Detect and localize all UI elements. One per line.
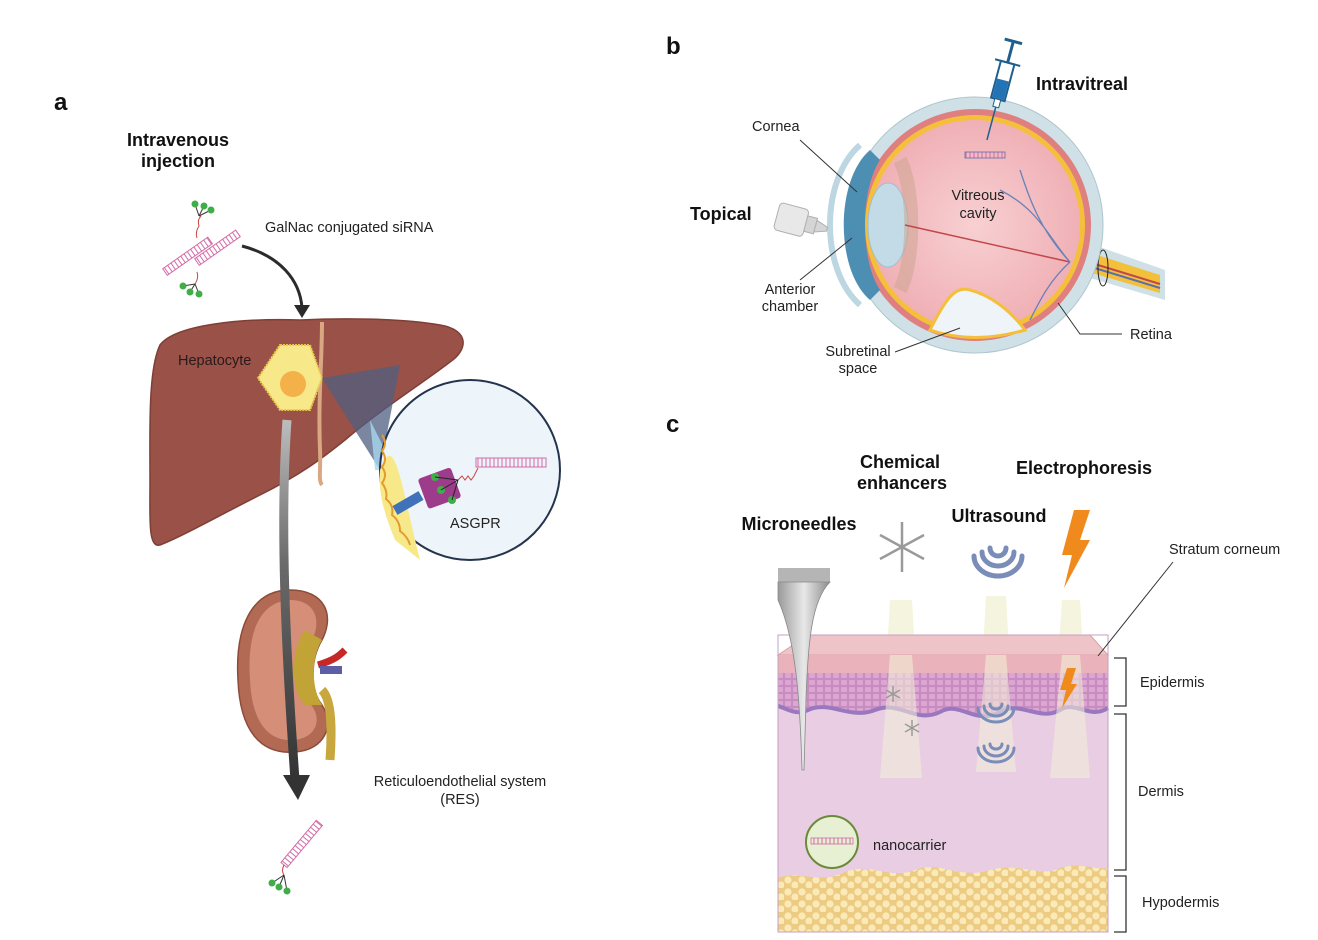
stratum-leader-line [1097,561,1174,657]
ultrasound-label: Ultrasound [951,506,1046,526]
res-label-line1: Reticuloendothelial system [374,774,546,790]
iv-injection-title-line1: Intravenous [127,130,229,150]
epidermis-layer [778,673,1108,717]
nanocarrier-icon [805,815,859,869]
retina-leader-line [1057,302,1122,335]
asgpr-inset [379,379,561,561]
cleared-sirna-icon [268,819,324,895]
dermis-label: Dermis [1138,784,1184,800]
hepatocyte-label: Hepatocyte [178,353,251,369]
vitreous-label-line2: cavity [959,206,997,222]
chemical-enhancers-label-line1: Chemical [860,452,940,472]
panel-b: b Intravitreal Topical [666,33,1173,377]
cornea-leader-line [799,139,858,193]
stratum-corneum-label: Stratum corneum [1169,542,1280,558]
electrophoresis-label: Electrophoresis [1016,458,1152,478]
retinal-vessels-icon [999,169,1071,321]
panel-a: a Intravenous injection GalN [54,89,561,895]
anterior-chamber-label-line2: chamber [762,299,819,315]
delivery-arrow-icon [241,244,304,309]
layer-brackets [1114,657,1127,933]
electrophoresis-lightning-icon [1062,510,1090,588]
anterior-chamber-icon [843,150,880,300]
panel-letter-a: a [54,89,68,116]
subretinal-label-line1: Subretinal [825,344,890,360]
epidermis-label: Epidermis [1140,675,1204,691]
res-label-line2: (RES) [440,792,479,808]
panel-c: c Chemical enhancers Electrophoresis Mic… [666,411,1280,933]
falciform-ligament-icon [317,321,324,487]
chemical-enhancers-label-line2: enhancers [857,473,947,493]
retina-label: Retina [1130,327,1173,343]
subretinal-leader-line [894,327,961,353]
clearance-arrow-head-icon [283,775,310,800]
eye-drop-bottle-icon [773,202,829,237]
panel-letter-b: b [666,33,681,60]
chemical-enhancer-in-skin-icon [885,686,920,736]
microneedle-icon [777,568,831,771]
nanocarrier-label: nanocarrier [873,838,947,854]
vitreous-icon [870,120,1080,330]
subretinal-label-line2: space [839,361,878,377]
anterior-chamber-label-line1: Anterior [765,282,816,298]
subretinal-space-icon [927,287,1028,339]
ultrasound-in-skin-icon [976,702,1016,764]
delivery-arrow-head-icon [294,305,310,318]
hypodermis-layer [778,865,1108,932]
vitreous-sirna-icon [964,151,1006,159]
intravitreal-label: Intravitreal [1036,74,1128,94]
panel-letter-c: c [666,411,679,438]
galnac-sirna-label: GalNac conjugated siRNA [265,220,434,236]
asgpr-label: ASGPR [450,516,501,532]
galnac-sirna-icon [162,200,241,298]
anterior-leader-line [799,237,853,281]
topical-label: Topical [690,204,752,224]
vitreous-label-line1: Vitreous [952,188,1005,204]
stratum-corneum-layer [778,655,1108,673]
hypodermis-label: Hypodermis [1142,895,1219,911]
nucleus-icon [280,371,306,397]
cornea-icon [827,142,863,308]
iv-injection-title-line2: injection [141,151,215,171]
kidney-icon [236,589,348,761]
ultrasound-icon [971,545,1025,579]
chemical-enhancer-icon [879,522,925,572]
syringe-icon [986,37,1023,141]
cornea-label: Cornea [752,119,800,135]
lens-icon [867,182,909,268]
skin-cross-section [776,634,1110,933]
electrophoresis-in-skin-icon [1060,668,1077,708]
microneedles-label: Microneedles [741,514,856,534]
clearance-arrow-icon [279,419,300,781]
